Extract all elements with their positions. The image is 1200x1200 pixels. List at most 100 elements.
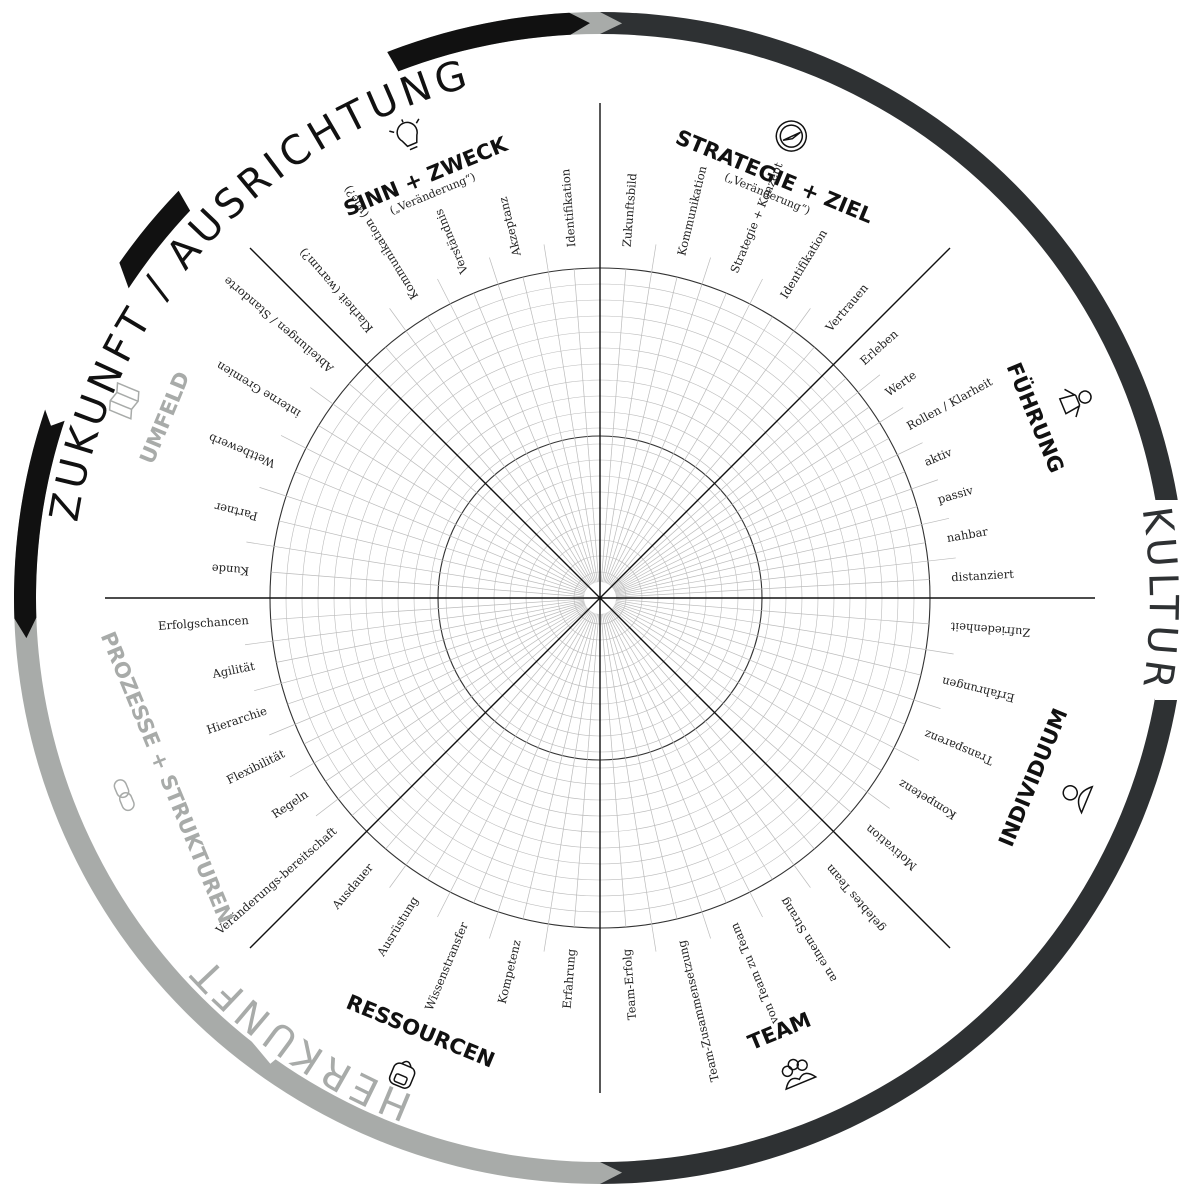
- section-title-group: TEAM: [745, 1008, 815, 1055]
- spoke-divider: [602, 244, 657, 583]
- spoke-label: Abteilungen / Standorte: [221, 274, 337, 376]
- leader-icon: [1058, 388, 1092, 418]
- spoke-label: passiv: [936, 483, 975, 507]
- section-title-ressourcen: RESSOURCEN: [343, 990, 498, 1073]
- spoke-label: Team-Erfolg: [620, 948, 640, 1021]
- spoke-label: Team-Zusammensetzung: [674, 938, 722, 1083]
- chain-icon: [113, 779, 135, 812]
- spoke-divider: [614, 442, 923, 592]
- spoke-divider: [389, 308, 591, 586]
- spoke-label: Werte: [882, 368, 918, 400]
- spoke-line: [270, 598, 585, 620]
- section-divider: [249, 247, 601, 599]
- spoke-divider: [615, 602, 941, 709]
- spoke-label: Partner: [213, 500, 259, 524]
- spoke-divider: [613, 407, 904, 590]
- spoke-label: Flexibilität: [224, 746, 287, 787]
- spoke-divider: [604, 613, 711, 939]
- spoke-line: [385, 346, 590, 587]
- spoke-line: [270, 571, 585, 598]
- spoke-label: an einem Strang: [777, 894, 840, 984]
- spoke-label: aktiv: [922, 445, 954, 469]
- spoke-line: [610, 346, 815, 587]
- spoke-label: Identifikation: [558, 168, 578, 248]
- spoke-divider: [615, 517, 950, 595]
- backpack-icon: [388, 1060, 416, 1089]
- spoke-label: Ausdauer: [329, 860, 377, 912]
- spoke-line: [605, 292, 727, 584]
- section-title-individuum: INDIVIDUUM: [994, 705, 1072, 850]
- spoke-label: Erfahrungen: [940, 674, 1016, 705]
- spoke-line: [614, 603, 906, 725]
- spoke-line: [605, 612, 727, 904]
- spoke-divider: [246, 541, 585, 596]
- spoke-label: Erleben: [857, 326, 901, 367]
- spoke-label: interne Gremien: [213, 358, 303, 420]
- section-divider: [599, 597, 951, 949]
- section-divider: [599, 247, 951, 599]
- spoke-divider: [606, 612, 763, 918]
- spoke-line: [279, 520, 585, 595]
- spoke-line: [615, 601, 921, 676]
- spoke-line: [522, 277, 597, 583]
- spoke-line: [603, 613, 678, 919]
- spoke-divider: [612, 374, 881, 589]
- spoke-line: [385, 609, 590, 850]
- spoke-divider: [489, 613, 596, 939]
- section-title-group: FÜHRUNG: [1002, 359, 1070, 477]
- spoke-divider: [614, 479, 939, 594]
- spoke-line: [294, 471, 586, 593]
- spoke-line: [608, 611, 773, 880]
- spoke-label: Zufriedenheit: [950, 620, 1031, 640]
- spoke-label: Vertrauen: [822, 280, 871, 335]
- spoke-line: [303, 604, 586, 745]
- spoke-divider: [259, 487, 585, 594]
- spoke-line: [613, 606, 882, 771]
- person-icon: [1062, 785, 1094, 815]
- spoke-line: [613, 438, 889, 591]
- spoke-label: Ausrüstung: [374, 893, 422, 959]
- spoke-divider: [604, 257, 711, 583]
- spoke-label: gelebtes Team: [822, 862, 887, 935]
- group-icon: [781, 1058, 818, 1091]
- spoke-divider: [602, 613, 657, 952]
- spoke-divider: [609, 308, 811, 586]
- spoke-divider: [269, 603, 586, 736]
- section-title-group: RESSOURCEN: [343, 990, 498, 1073]
- spoke-label: Kunde: [211, 561, 249, 578]
- spoke-label: Erfahrung: [560, 948, 579, 1010]
- spoke-line: [427, 611, 592, 880]
- compass-icon: [775, 120, 808, 152]
- spoke-label: Motivation: [862, 822, 919, 874]
- spoke-label: Hierarchie: [205, 703, 269, 736]
- spoke-line: [473, 612, 595, 904]
- spoke-line: [615, 506, 918, 594]
- spoke-label: Regeln: [269, 787, 311, 822]
- spoke-label: nahbar: [946, 524, 990, 545]
- spoke-label: Erfolgschancen: [158, 613, 250, 633]
- spoke-divider: [437, 278, 594, 584]
- spoke-divider: [310, 387, 588, 589]
- section-title-team: TEAM: [745, 1008, 815, 1055]
- spoke-divider: [437, 612, 594, 918]
- spoke-line: [573, 268, 600, 583]
- spoke-line: [603, 277, 678, 583]
- spoke-line: [615, 542, 926, 596]
- spoke-line: [522, 613, 597, 919]
- spoke-divider: [315, 607, 588, 817]
- spoke-divider: [245, 599, 585, 646]
- spoke-line: [615, 579, 930, 598]
- spoke-label: Zukunftsbild: [620, 172, 640, 248]
- spoke-line: [318, 425, 587, 590]
- spoke-line: [325, 606, 587, 782]
- spoke-divider: [606, 278, 763, 584]
- spoke-line: [573, 613, 600, 928]
- spoke-label: Klarheit (warum?): [296, 245, 376, 335]
- spoke-divider: [543, 244, 598, 583]
- spoke-divider: [289, 605, 587, 778]
- spoke-line: [473, 292, 595, 584]
- map-icon: [108, 381, 140, 420]
- spoke-line: [608, 316, 773, 585]
- spoke-label: Verständnis: [432, 207, 472, 277]
